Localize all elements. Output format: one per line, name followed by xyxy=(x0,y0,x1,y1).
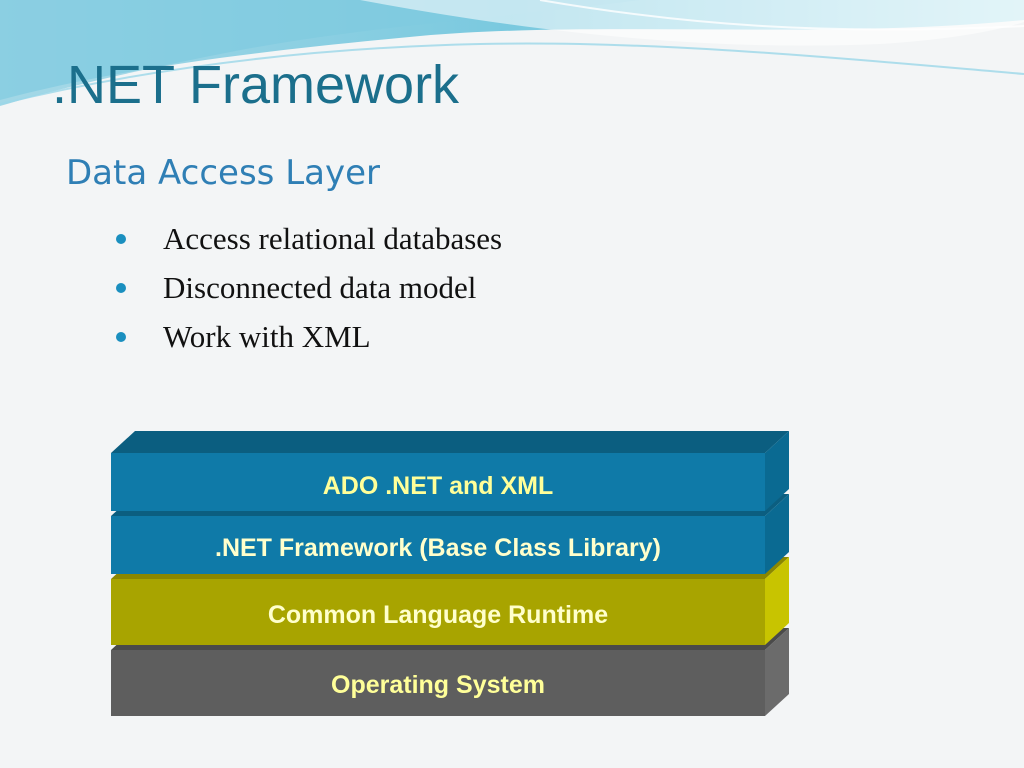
bullet-text: Disconnected data model xyxy=(163,269,477,305)
bullet-dot-icon xyxy=(116,282,126,293)
layer-label-base-class-library: .NET Framework (Base Class Library) xyxy=(215,534,661,562)
layer-ado-net-and-xml: ADO .NET and XML xyxy=(111,431,789,511)
bullet-item: Disconnected data model xyxy=(116,263,502,312)
bullet-list: Access relational databases Disconnected… xyxy=(116,214,502,361)
bullet-dot-icon xyxy=(116,331,126,342)
slide-title: .NET Framework xyxy=(52,55,460,115)
bullet-text: Work with XML xyxy=(163,318,371,354)
layer-label-operating-system: Operating System xyxy=(331,671,545,699)
bullet-dot-icon xyxy=(116,233,126,244)
bullet-text: Access relational databases xyxy=(163,220,503,256)
bullet-item: Access relational databases xyxy=(116,214,502,263)
slide-subtitle: Data Access Layer xyxy=(66,153,380,193)
header-swoosh-decoration xyxy=(0,0,1024,106)
layer-label-common-language-runtime: Common Language Runtime xyxy=(268,601,608,629)
layer-label-ado-net-and-xml: ADO .NET and XML xyxy=(323,472,554,500)
bullet-item: Work with XML xyxy=(116,312,502,361)
